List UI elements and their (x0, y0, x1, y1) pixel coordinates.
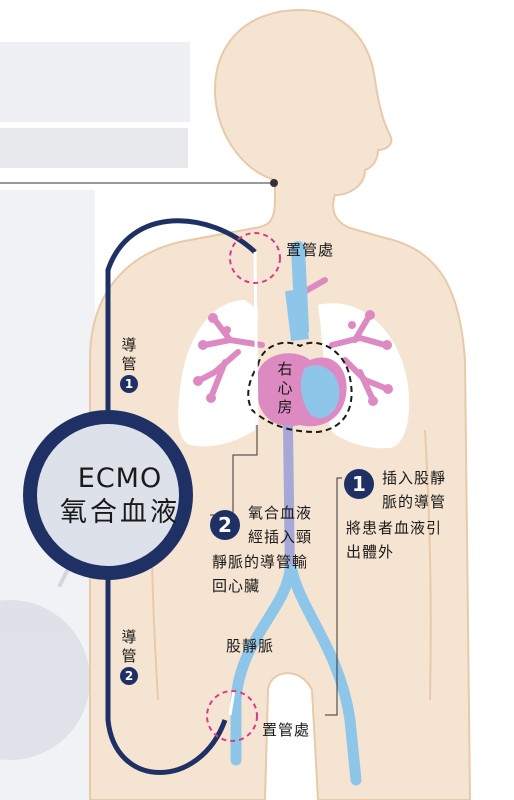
cannula-1-badge: 1 (120, 375, 138, 393)
ecmo-label: ECMO 氧合血液 (40, 462, 200, 530)
femoral-vein-right (230, 564, 296, 766)
ecmo-subtitle: 氧合血液 (60, 497, 180, 528)
ecmo-title: ECMO (77, 463, 163, 494)
right-atrium-label: 右 心 房 (277, 360, 293, 416)
femoral-vein-label: 股靜脈 (226, 637, 275, 655)
femoral-vein-left (286, 564, 362, 786)
step2-line: 氧合血液 (248, 504, 313, 522)
step2-line: 回心臟 (212, 577, 261, 595)
insertion-site-top-label: 置管處 (286, 241, 335, 259)
step1-leader (325, 477, 342, 716)
step1-line: 將患者血液引 (346, 519, 443, 537)
heart-ventricle (300, 365, 340, 418)
step1-line: 出體外 (346, 543, 395, 561)
insertion-site-bottom-label: 置管處 (262, 721, 311, 739)
pointer-dot-icon (270, 179, 278, 187)
cannula-2-tube (105, 570, 228, 775)
bg-panel (0, 42, 190, 122)
insertion-site-neck (229, 232, 281, 284)
step2-line: 靜脈的導管輸 (212, 553, 309, 571)
pulmonary-vessels (197, 277, 388, 401)
step1-line: 插入股靜 (382, 469, 447, 487)
step2-badge: 2 (210, 510, 240, 540)
bg-panel (0, 128, 188, 168)
insertion-site-groin (206, 690, 258, 742)
ecmo-machine (23, 410, 193, 580)
step1-badge: 1 (344, 469, 374, 499)
cannula-2-label: 導 管 (121, 628, 137, 665)
inferior-vena-cava (283, 424, 295, 581)
cannula-2-badge: 2 (120, 667, 138, 685)
step2-line: 經插入頸 (248, 528, 313, 546)
right-atrium-outline (247, 341, 353, 434)
cannula-1-tube (105, 218, 257, 420)
step1-line: 脈的導管 (382, 493, 447, 511)
cannula-1-label: 導 管 (121, 336, 137, 373)
